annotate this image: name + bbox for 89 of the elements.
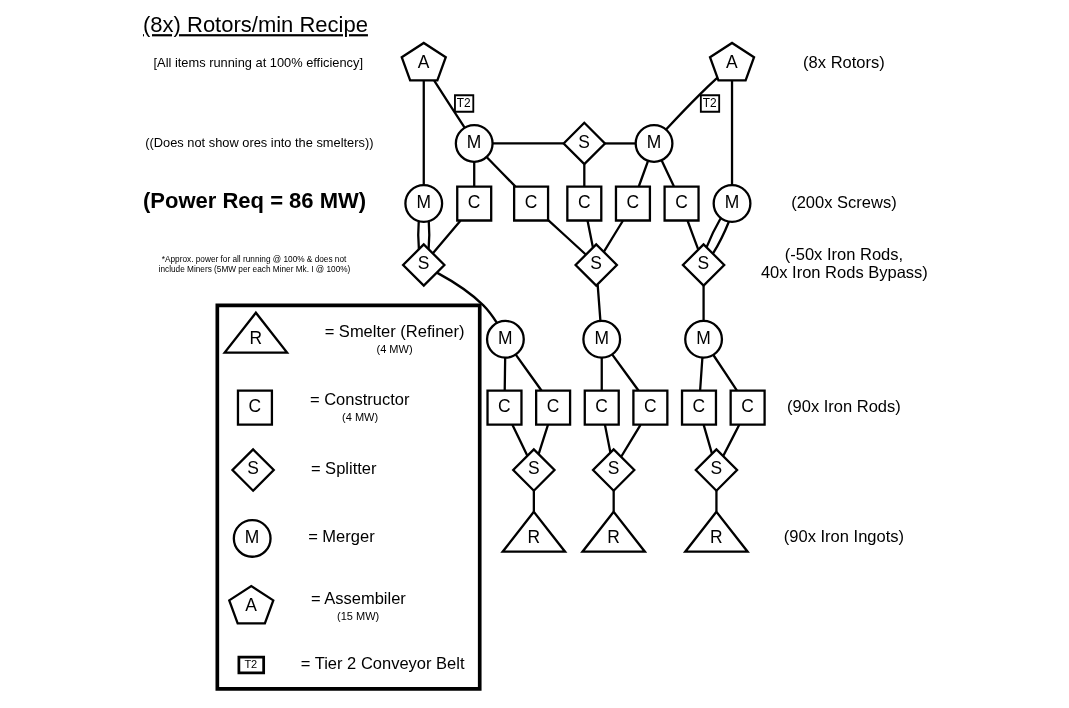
node-box: T2	[237, 655, 265, 675]
label: (-50x Iron Rods, 40x Iron Rods Bypass)	[760, 244, 928, 282]
node-box: C	[512, 185, 549, 222]
node-circle: M	[712, 184, 752, 224]
node-label: = Splitter	[310, 459, 376, 478]
node-label: = Assembiler	[310, 589, 406, 608]
label: (Power Req = 86 MW)	[142, 188, 366, 214]
node-box: C	[662, 185, 700, 222]
connector	[698, 357, 704, 391]
node-diamond: S	[511, 447, 556, 493]
node-label: = Smelter (Refiner)	[324, 321, 465, 340]
node-circle: M	[403, 184, 443, 224]
connector	[503, 357, 506, 391]
label: [All items running at 100% efficiency]	[153, 55, 363, 71]
node-label: = Tier 2 Conveyor Belt	[300, 654, 465, 673]
connector	[431, 220, 461, 254]
node-diamond: S	[680, 242, 726, 288]
connector	[600, 357, 603, 391]
connector	[582, 164, 585, 187]
connector	[664, 76, 718, 130]
connector	[602, 220, 624, 253]
connector	[532, 490, 535, 512]
connector	[510, 424, 528, 457]
node-label: (15 MW)	[336, 610, 379, 623]
node-diamond: S	[561, 121, 607, 166]
connector	[705, 217, 722, 248]
node-box: C	[614, 185, 651, 222]
label: (200x Screws)	[790, 192, 897, 211]
connector	[612, 490, 615, 512]
node-circle: M	[454, 123, 494, 163]
connector	[714, 490, 718, 512]
connector	[610, 354, 639, 392]
node-diamond: S	[401, 242, 446, 288]
node-circle: M	[232, 518, 272, 558]
node-box: C	[236, 389, 273, 426]
connector	[492, 142, 564, 145]
connector	[686, 220, 699, 250]
node-box: C	[583, 389, 620, 426]
connector	[637, 160, 649, 187]
node-box: C	[485, 389, 523, 426]
label: (90x Iron Rods)	[786, 396, 901, 415]
connector	[485, 156, 516, 188]
connector	[422, 80, 425, 185]
connector	[711, 354, 738, 392]
node-box: C	[565, 185, 602, 222]
connector	[730, 80, 733, 185]
connector	[701, 285, 705, 321]
connector	[546, 219, 587, 256]
connector	[435, 271, 498, 324]
edge-label: T2	[456, 95, 471, 110]
connector	[604, 142, 636, 145]
edge-label: T2	[702, 95, 717, 110]
connector	[702, 424, 713, 454]
node-circle: M	[485, 319, 525, 359]
node-label: = Merger	[307, 527, 375, 546]
node-box: C	[455, 185, 492, 222]
node-circle: M	[683, 319, 723, 359]
node-box: C	[534, 389, 571, 426]
connector	[432, 80, 466, 129]
node-diamond: S	[573, 242, 618, 288]
label: (8x Rotors)	[802, 52, 885, 71]
connector	[416, 221, 420, 250]
connector	[711, 221, 730, 255]
label: (90x Iron Ingots)	[783, 527, 904, 546]
connector	[585, 220, 594, 248]
node-box: C	[729, 389, 766, 426]
node-diamond: S	[590, 447, 636, 493]
connector	[619, 424, 641, 458]
connector	[596, 284, 602, 321]
connector	[721, 424, 740, 457]
node-diamond: S	[693, 447, 739, 493]
connector	[426, 221, 430, 250]
cluster	[215, 303, 482, 691]
connector	[472, 161, 475, 187]
node-circle: M	[634, 123, 674, 163]
node-box: C	[680, 389, 717, 426]
connector	[603, 424, 611, 453]
connector	[660, 159, 675, 187]
node-box: C	[631, 389, 668, 426]
connector	[514, 354, 542, 392]
node-label: (4 MW)	[341, 411, 378, 424]
node-label: (4 MW)	[376, 342, 413, 355]
label: *Approx. power for all running @ 100% & does not include Miners (5MW per each Miner Mk. I @ 100%)	[158, 255, 350, 274]
connector	[537, 424, 549, 455]
node-circle: M	[581, 319, 621, 359]
node-label: = Constructor	[309, 390, 409, 409]
diagram-title: (8x) Rotors/min Recipe	[142, 12, 368, 38]
node-diamond: S	[230, 447, 275, 493]
label: ((Does not show ores into the smelters))	[144, 134, 373, 150]
